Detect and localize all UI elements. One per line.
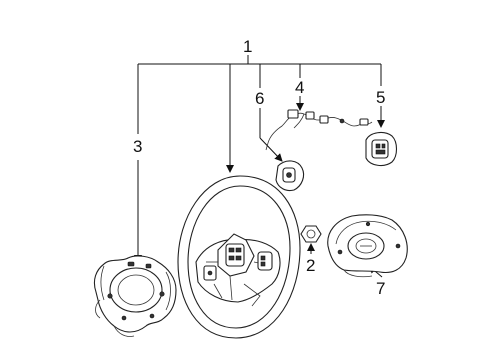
part-2-nut (300, 225, 322, 243)
part-7-airbag-module (327, 214, 408, 278)
callout-6: 6 (255, 89, 264, 108)
callout-4: 4 (295, 78, 304, 97)
steering-wheel (177, 175, 301, 339)
callout-labels: 1 2 3 4 5 6 7 (133, 37, 385, 298)
part-4-wire-harness (265, 109, 373, 151)
part-6-switch (275, 160, 305, 192)
callout-7: 7 (376, 279, 385, 298)
callout-3: 3 (133, 137, 142, 156)
part-3-shroud (93, 255, 177, 337)
callout-1: 1 (243, 37, 252, 56)
callout-2: 2 (306, 256, 315, 275)
part-5-switch (365, 131, 398, 167)
callout-5: 5 (376, 88, 385, 107)
